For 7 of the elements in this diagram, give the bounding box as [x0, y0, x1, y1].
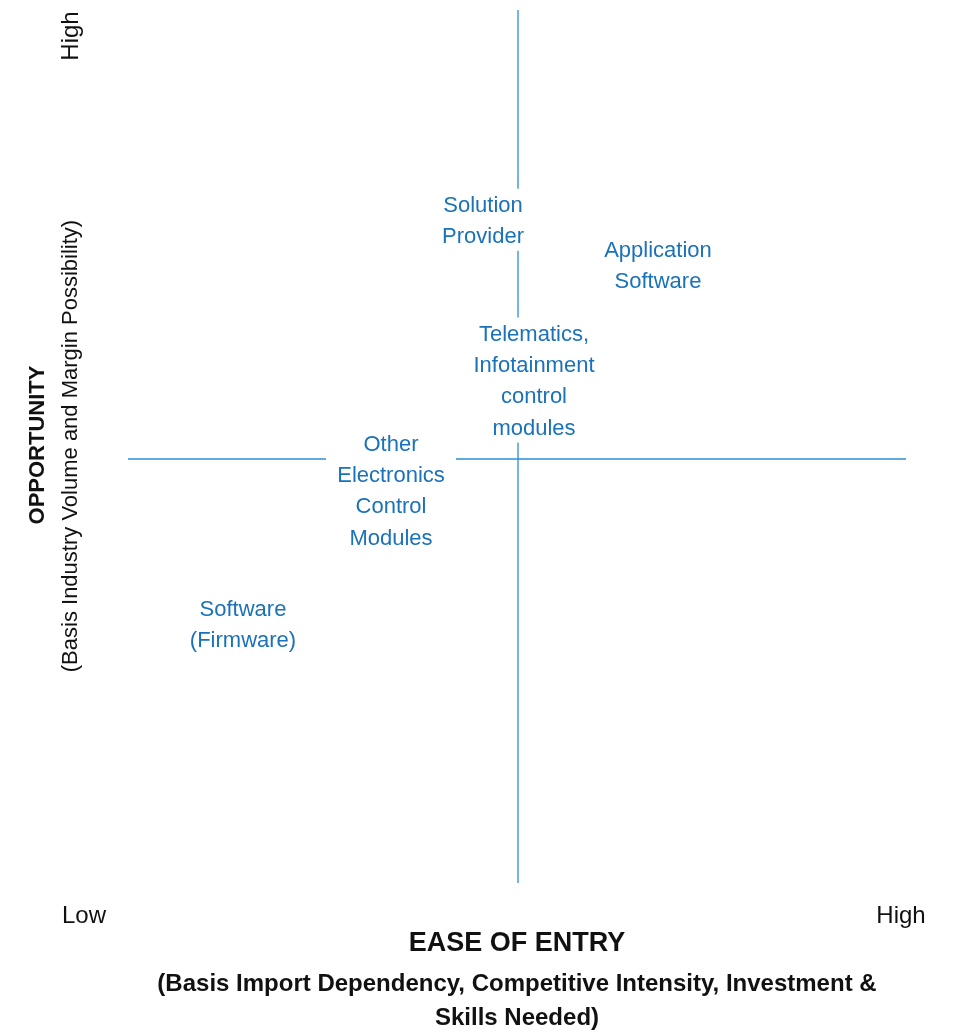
axis-end-label: High	[876, 899, 926, 930]
axis-subtitle: (Basis Import Dependency, Competitive Intensity, Investment & Skills Needed)	[157, 967, 877, 1032]
axis-subtitle: (Basis Industry Volume and Margin Possibility)	[57, 219, 83, 673]
axis-title: EASE OF ENTRY	[408, 925, 626, 959]
axis-end-label: Low	[62, 899, 106, 930]
axis-end-label: High	[56, 11, 84, 61]
axis-title: OPPORTUNITY	[24, 365, 50, 525]
